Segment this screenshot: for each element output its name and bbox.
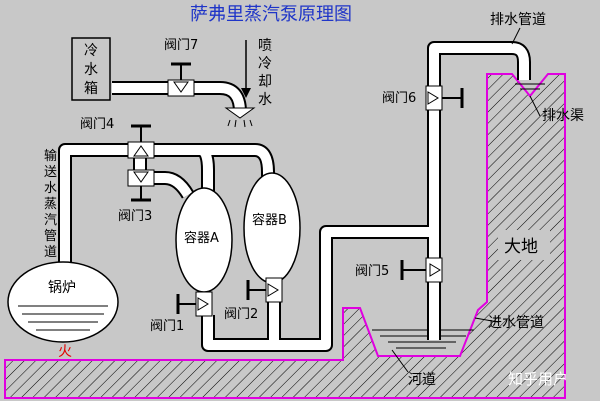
svg-text:汽: 汽 xyxy=(44,213,57,228)
valve-1-label: 阀门1 xyxy=(150,319,184,334)
valve-3-label: 阀门3 xyxy=(118,209,152,224)
boiler-label: 锅炉 xyxy=(48,280,76,296)
ground-hatch xyxy=(4,73,566,399)
valve-6-label: 阀门6 xyxy=(382,91,416,106)
valve-3[interactable] xyxy=(127,169,155,202)
ground-label-bg xyxy=(498,230,550,260)
container-b-label: 容器B xyxy=(252,212,287,228)
cold-water-tank xyxy=(71,37,111,101)
svg-text:输: 输 xyxy=(44,148,57,164)
svg-text:道: 道 xyxy=(44,245,57,260)
valve-2-label: 阀门2 xyxy=(224,307,258,322)
boiler-water xyxy=(18,305,108,331)
fire-label: 火 xyxy=(58,344,72,360)
watermark: 知乎用户 xyxy=(508,370,568,388)
svg-text:却: 却 xyxy=(258,74,272,90)
cold-tank-label: 冷 水 箱 xyxy=(84,43,98,97)
container-a-label: 容器A xyxy=(184,230,219,246)
drain-pipe-label: 排水管道 xyxy=(490,12,546,28)
spray-nozzle xyxy=(224,107,256,128)
svg-text:喷: 喷 xyxy=(258,38,272,54)
diagram-title: 萨弗里蒸汽泵原理图 xyxy=(190,4,352,25)
svg-text:水: 水 xyxy=(84,62,98,78)
svg-text:冷: 冷 xyxy=(84,43,98,59)
svg-text:管: 管 xyxy=(44,229,57,244)
svg-text:送: 送 xyxy=(44,165,57,180)
valve-2[interactable] xyxy=(246,277,283,303)
steam-pipe-label: 输 送 水 蒸 汽 管 道 xyxy=(44,148,57,260)
valve-6[interactable] xyxy=(425,85,464,111)
svg-text:蒸: 蒸 xyxy=(44,197,57,212)
river-label: 河道 xyxy=(408,372,436,388)
svg-text:水: 水 xyxy=(258,92,272,108)
valve-5-label: 阀门5 xyxy=(355,264,389,279)
pipes xyxy=(58,41,531,352)
svg-text:箱: 箱 xyxy=(84,81,98,97)
inlet-pipe-label: 进水管道 xyxy=(488,315,544,331)
spray-arrow xyxy=(241,40,251,98)
container-b xyxy=(243,172,301,284)
valve-7-label: 阀门7 xyxy=(164,38,198,53)
valve-4-label: 阀门4 xyxy=(80,117,114,132)
svg-text:冷: 冷 xyxy=(258,56,272,72)
ground-label: 大地 xyxy=(504,237,538,257)
pointer-lines xyxy=(391,27,541,373)
valve-4[interactable] xyxy=(127,124,155,159)
spray-label: 喷 冷 却 水 xyxy=(258,38,272,108)
svg-text:水: 水 xyxy=(44,181,57,196)
river-water xyxy=(372,329,474,349)
drain-channel-label: 排水渠 xyxy=(542,108,584,124)
valve-7[interactable] xyxy=(167,62,195,97)
valve-5[interactable] xyxy=(400,257,443,283)
drain-channel-water xyxy=(515,83,545,90)
valve-1[interactable] xyxy=(176,291,213,317)
